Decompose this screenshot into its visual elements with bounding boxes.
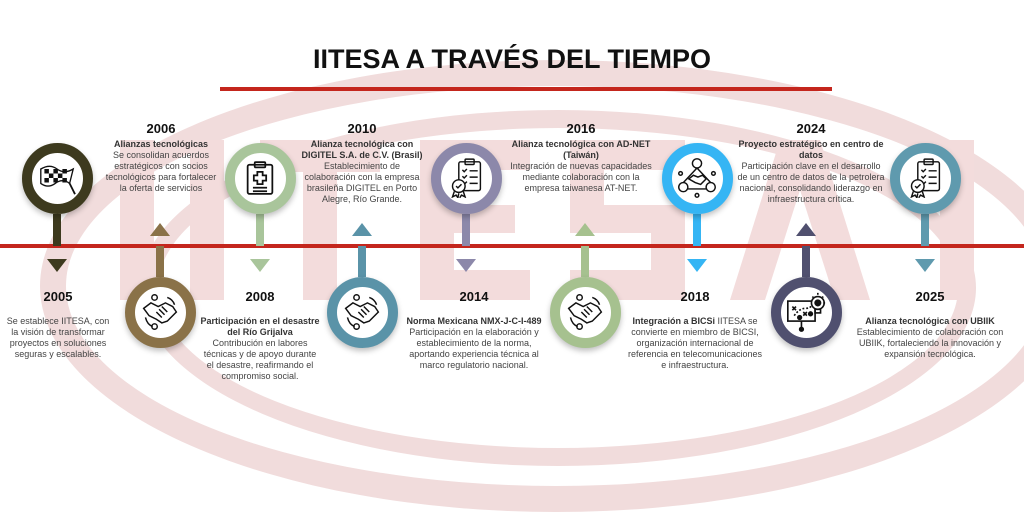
pin-stem [358, 246, 366, 277]
milestone-description: Integración de nuevas capacidades median… [510, 161, 652, 193]
triangle-up-icon [796, 223, 816, 236]
network-people-icon [676, 157, 718, 199]
milestone-year: 2005 [43, 289, 73, 304]
triangle-down-icon [47, 259, 67, 272]
milestone-text-2005: 2005 Se establece IITESA, con la visión d… [4, 290, 112, 360]
handshake-icon [140, 292, 180, 332]
milestone-circle [124, 276, 196, 348]
milestone-circle [224, 142, 296, 214]
milestone-description: Se consolidan acuerdos estratégicos con … [105, 150, 217, 193]
milestone-year: 2016 [566, 121, 596, 136]
pin-stem [921, 213, 929, 246]
checkered-flag-icon [37, 160, 77, 196]
page-title: IITESA A TRAVÉS DEL TIEMPO [312, 44, 712, 74]
milestone-description: Contribución en labores técnicas y de ap… [203, 338, 317, 381]
handshake-icon [565, 292, 605, 332]
pin-stem [693, 213, 701, 246]
milestone-year: 2010 [347, 121, 377, 136]
triangle-up-icon [150, 223, 170, 236]
milestone-heading: Participación en el desastre del Río Gri… [200, 316, 320, 337]
milestone-description: Participación clave en el desarrollo de … [737, 161, 885, 204]
milestone-heading: Integración a BICSi [632, 316, 715, 326]
milestone-year: 2024 [796, 121, 826, 136]
milestone-description: Establecimiento de colaboración con UBII… [856, 327, 1004, 359]
milestone-year: 2006 [146, 121, 176, 136]
milestone-description: Participación en la elaboración y establ… [409, 327, 539, 370]
milestone-year: 2008 [245, 289, 275, 304]
milestone-heading: Alianza tecnológica con DIGITEL S.A. de … [301, 139, 423, 160]
strategy-board-icon [785, 292, 827, 332]
milestone-circle [770, 276, 842, 348]
milestone-description: IITESA se convierte en miembro de BICSI,… [627, 316, 763, 370]
handshake-icon [342, 292, 382, 332]
milestone-description: Establecimiento de colaboración con la e… [304, 161, 420, 204]
milestone-heading: Proyecto estratégico en centro de datos [738, 139, 884, 160]
medical-clipboard-icon [245, 160, 275, 196]
triangle-down-icon [456, 259, 476, 272]
pin-stem [53, 213, 61, 246]
milestone-circle [661, 142, 733, 214]
milestone-year: 2025 [915, 289, 945, 304]
pin-stem [256, 213, 264, 246]
triangle-down-icon [687, 259, 707, 272]
milestone-heading: Alianza tecnológica con AD-NET (Taiwán) [511, 139, 651, 160]
title-underline [220, 87, 832, 91]
pin-stem [581, 246, 589, 277]
milestone-circle [430, 142, 502, 214]
milestone-heading: Norma Mexicana NMX-J-C-I-489 [406, 316, 542, 326]
certified-checklist-icon [907, 158, 943, 198]
triangle-down-icon [250, 259, 270, 272]
triangle-down-icon [915, 259, 935, 272]
milestone-year: 2014 [459, 289, 489, 304]
milestone-circle [889, 142, 961, 214]
milestone-circle [326, 276, 398, 348]
milestone-year: 2018 [680, 289, 710, 304]
milestone-circle [549, 276, 621, 348]
certified-checklist-icon [448, 158, 484, 198]
triangle-up-icon [575, 223, 595, 236]
pin-stem [462, 213, 470, 246]
pin-stem [156, 246, 164, 277]
milestone-circle [21, 142, 93, 214]
milestone-heading: Alianzas tecnológicas [113, 139, 209, 149]
triangle-up-icon [352, 223, 372, 236]
pin-stem [802, 246, 810, 277]
timeline-axis [0, 244, 1024, 248]
milestone-description: Se establece IITESA, con la visión de tr… [6, 316, 110, 359]
milestone-heading: Alianza tecnológica con UBIIK [865, 316, 995, 326]
